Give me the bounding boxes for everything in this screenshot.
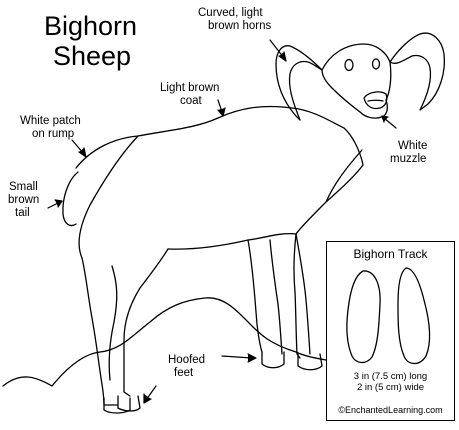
arrow-feet-2-head [143, 393, 152, 404]
horn-right [389, 32, 446, 111]
arrow-muzzle [383, 117, 397, 129]
label-coat-line-1: Light brown [160, 82, 220, 94]
rump-patch-line [78, 135, 139, 259]
arrow-feet-1-head [247, 353, 257, 363]
label-tail-line-1: Small [9, 181, 38, 193]
copyright-credit: ©EnchantedLearning.com [338, 405, 443, 415]
track-inset-box [326, 241, 455, 421]
sheep-muzzle [363, 91, 388, 110]
title-line-1: Bighorn [44, 11, 138, 41]
horn-left [275, 45, 323, 121]
arrow-coat-head [217, 107, 226, 117]
track-print-right [397, 267, 431, 365]
front-hoof-1 [261, 351, 285, 369]
front-leg-front [295, 233, 311, 355]
arrow-horns-head [278, 51, 287, 62]
rear-leg-back [81, 257, 119, 406]
sheep-body-outline [75, 105, 364, 359]
label-tail-line-3: tail [15, 207, 30, 219]
rear-hoof-2 [117, 395, 141, 412]
track-dimensions: 3 in (7.5 cm) long 2 in (5 cm) wide [326, 371, 455, 393]
sheep-eye-left [344, 58, 354, 72]
sheep-eye-right [371, 58, 381, 70]
front-leg-back [247, 239, 263, 353]
sheep-mouth [367, 99, 384, 102]
arrow-muzzle-head [381, 115, 389, 123]
label-coat-line-2: coat [180, 95, 202, 107]
front-hoof-2 [297, 353, 323, 371]
rear-leg-front [123, 248, 169, 397]
rear-hoof-1 [103, 397, 131, 414]
label-horns-line-2: brown horns [208, 20, 272, 32]
track-width: 2 in (5 cm) wide [356, 382, 425, 393]
track-length: 3 in (7.5 cm) long [353, 371, 428, 382]
track-inset-title: Bighorn Track [353, 247, 428, 261]
arrow-rump-head [78, 147, 87, 158]
label-rump-line-2: on rump [32, 128, 75, 140]
ground-line [2, 297, 327, 387]
label-muzzle-line-1: White [398, 140, 428, 152]
arrow-feet-1 [221, 355, 253, 359]
sheep-belly [167, 232, 297, 250]
pointer-arrows [47, 39, 397, 404]
label-tail-line-2: brown [8, 194, 40, 206]
front-leg-back-inner [269, 239, 283, 355]
label-horns-line-1: Curved, light [198, 7, 263, 19]
title-line-2: Sheep [53, 41, 132, 71]
sheep-head [321, 43, 392, 119]
track-print-left [346, 270, 381, 364]
rear-leg-second [108, 265, 118, 381]
label-rump-line-1: White patch [20, 115, 81, 127]
label-feet-line-1: Hoofed [168, 354, 206, 366]
label-muzzle-line-2: muzzle [390, 153, 427, 165]
sheep-tail [62, 171, 79, 227]
label-feet-line-2: feet [174, 367, 194, 379]
arrow-tail-head [54, 199, 63, 208]
sheep-neck [325, 149, 363, 203]
